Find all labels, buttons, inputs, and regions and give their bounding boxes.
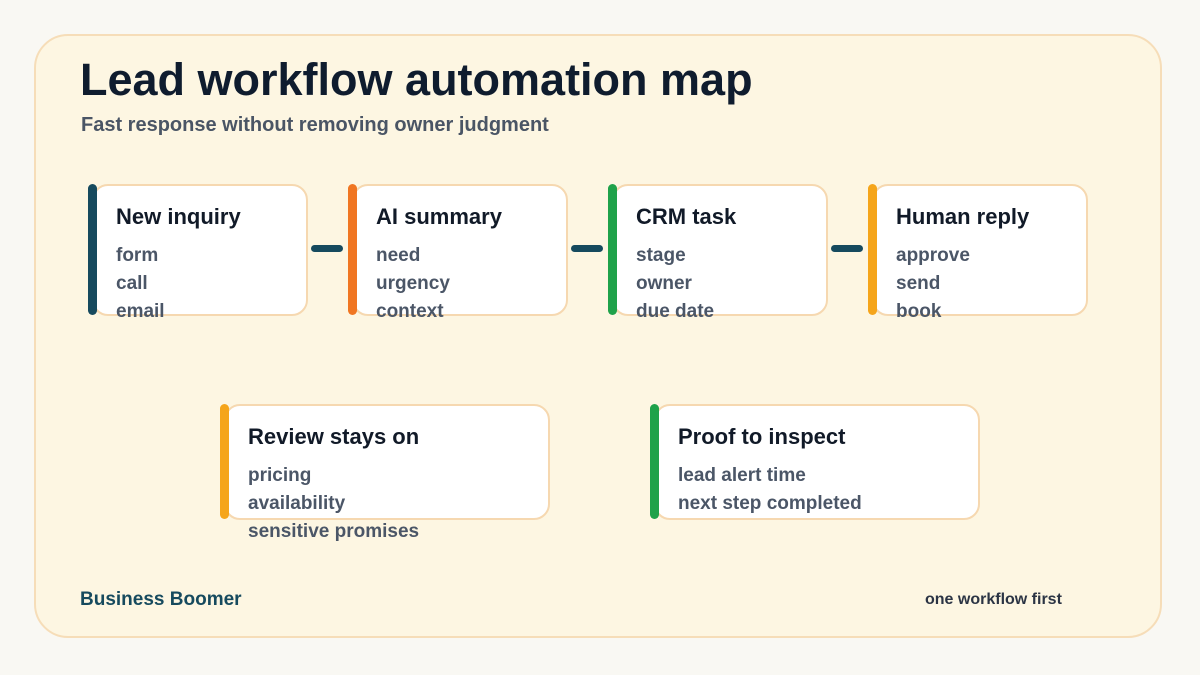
flow-accent-human-reply [868,184,877,315]
flow-card-item: approve [896,245,970,266]
flow-card-new-inquiry [92,184,308,316]
flow-card-item: need [376,245,421,266]
note-card-item: availability [248,493,346,514]
flow-card-title: New inquiry [116,204,241,229]
flow-card-item: call [116,273,148,294]
flow-card-item: book [896,301,942,322]
note-card-item: sensitive promises [248,521,420,542]
flow-card-title: CRM task [636,204,737,229]
note-card-item: lead alert time [678,465,806,486]
flow-accent-new-inquiry [88,184,97,315]
flow-card-item: email [116,301,165,322]
flow-card-title: AI summary [376,204,502,229]
page-title: Lead workflow automation map [80,54,753,105]
flow-card-ai-summary [352,184,568,316]
note-accent-proof [650,404,659,519]
flow-accent-crm-task [608,184,617,315]
flow-card-crm-task [612,184,828,316]
flow-card-item: owner [636,273,692,294]
slide-frame [34,34,1162,638]
flow-card-item: send [896,273,941,294]
note-accent-review [220,404,229,519]
flow-card-title: Human reply [896,204,1030,229]
flow-accent-ai-summary [348,184,357,315]
page-subtitle: Fast response without removing owner jud… [81,114,549,136]
note-card-title: Proof to inspect [678,424,846,449]
flow-connector [311,245,343,252]
note-card-item: next step completed [678,493,862,514]
flow-connector [831,245,863,252]
footer-tagline: one workflow first [925,591,1062,608]
note-card-review [224,404,550,520]
flow-card-item: urgency [376,273,450,294]
note-card-title: Review stays on [248,424,420,449]
flow-card-item: form [116,245,159,266]
flow-connector [571,245,603,252]
flow-card-item: due date [636,301,715,322]
flow-card-item: stage [636,245,686,266]
flow-card-item: context [376,301,444,322]
note-card-item: pricing [248,465,312,486]
brand-name: Business Boomer [80,589,242,610]
